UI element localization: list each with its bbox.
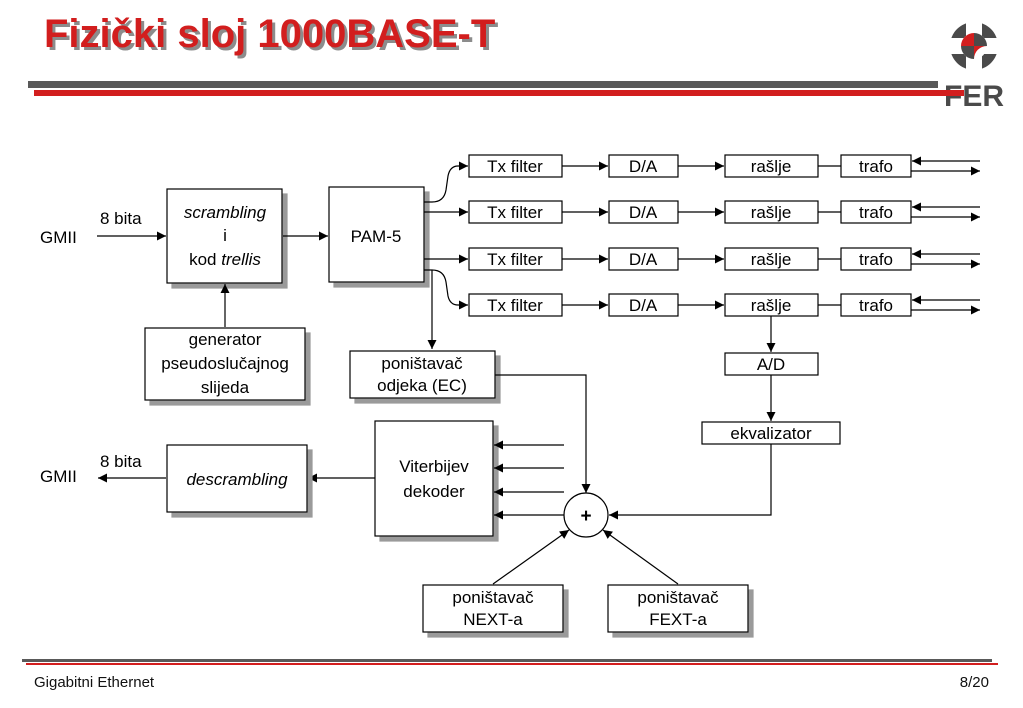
next-to-sum-arrow bbox=[492, 529, 570, 585]
gmii-input-label: GMII bbox=[40, 228, 77, 247]
transformer-label: trafo bbox=[859, 296, 893, 315]
da-label: D/A bbox=[629, 157, 658, 176]
da-label: D/A bbox=[629, 250, 658, 269]
scrambler-line2: i bbox=[223, 226, 227, 245]
hybrid-label: rašlje bbox=[751, 157, 792, 176]
scrambler-line3-italic: trellis bbox=[221, 250, 261, 269]
viterbi-line1: Viterbijev bbox=[399, 457, 469, 476]
footer-page-number: 8/20 bbox=[959, 674, 989, 691]
generator-block: generator pseudoslučajnog slijeda bbox=[144, 327, 306, 401]
viterbi-line2: dekoder bbox=[403, 482, 465, 501]
generator-line3: slijeda bbox=[201, 378, 250, 397]
tx-filter-label: Tx filter bbox=[487, 250, 543, 269]
fer-emblem-icon bbox=[944, 14, 1006, 78]
tx-filter-label: Tx filter bbox=[487, 203, 543, 222]
gmii-output-label: GMII bbox=[40, 467, 77, 486]
transformer-label: trafo bbox=[859, 203, 893, 222]
fext-line1: poništavač bbox=[637, 588, 719, 607]
viterbi-inputs bbox=[494, 440, 564, 520]
fer-logo: FER bbox=[944, 14, 1006, 112]
channel-row-3: Tx filter D/A rašlje trafo bbox=[468, 247, 980, 271]
pam5-block: PAM-5 bbox=[328, 186, 425, 283]
echo-canceller-block: poništavač odjeka (EC) bbox=[349, 350, 496, 399]
da-label: D/A bbox=[629, 296, 658, 315]
tx-filter-label: Tx filter bbox=[487, 296, 543, 315]
transformer-label: trafo bbox=[859, 157, 893, 176]
generator-line2: pseudoslučajnog bbox=[161, 354, 289, 373]
hybrid-label: rašlje bbox=[751, 296, 792, 315]
header-rule bbox=[28, 81, 964, 96]
hybrid-label: rašlje bbox=[751, 203, 792, 222]
bits-output-label: 8 bita bbox=[100, 452, 142, 471]
viterbi-block: Viterbijev dekoder bbox=[374, 420, 494, 537]
equalizer-label: ekvalizator bbox=[730, 424, 812, 443]
scrambler-line3-prefix: kod bbox=[189, 250, 221, 269]
tx-filter-label: Tx filter bbox=[487, 157, 543, 176]
sum-label: + bbox=[580, 506, 591, 527]
scrambler-line3: kod trellis bbox=[189, 250, 261, 269]
footer-rule bbox=[22, 659, 998, 665]
ec-to-sum-arrow bbox=[495, 374, 591, 493]
da-label: D/A bbox=[629, 203, 658, 222]
channel-row-1: Tx filter D/A rašlje trafo bbox=[468, 154, 980, 178]
transformer-label: trafo bbox=[859, 250, 893, 269]
ec-line1: poništavač bbox=[381, 354, 463, 373]
hybrid-label: rašlje bbox=[751, 250, 792, 269]
channel-row-2: Tx filter D/A rašlje trafo bbox=[468, 200, 980, 224]
equalizer-block: ekvalizator bbox=[701, 421, 841, 445]
next-canceller-block: poništavač NEXT-a bbox=[422, 584, 564, 633]
fext-canceller-block: poništavač FEXT-a bbox=[607, 584, 749, 633]
scrambler-line1: scrambling bbox=[184, 203, 267, 222]
descrambler-block: descrambling bbox=[166, 444, 308, 513]
bits-input-label: 8 bita bbox=[100, 209, 142, 228]
pam5-label: PAM-5 bbox=[351, 227, 402, 246]
fext-to-sum-arrow bbox=[602, 529, 679, 585]
pam5-fanout bbox=[424, 161, 468, 310]
generator-line1: generator bbox=[189, 330, 262, 349]
page-title: Fizički sloj 1000BASE-T bbox=[44, 12, 496, 56]
channel-row-4: Tx filter D/A rašlje trafo bbox=[468, 293, 980, 317]
ad-block: A/D bbox=[724, 352, 819, 376]
ad-label: A/D bbox=[757, 355, 785, 374]
sum-node: + bbox=[563, 492, 609, 538]
scrambler-block: scrambling i kod trellis bbox=[166, 188, 283, 284]
descrambler-label: descrambling bbox=[186, 470, 288, 489]
ec-line2: odjeka (EC) bbox=[377, 376, 467, 395]
next-line2: NEXT-a bbox=[463, 610, 523, 629]
equalizer-to-sum-arrow bbox=[609, 444, 772, 520]
next-line1: poništavač bbox=[452, 588, 534, 607]
fext-line2: FEXT-a bbox=[649, 610, 707, 629]
footer-course-title: Gigabitni Ethernet bbox=[34, 674, 155, 691]
